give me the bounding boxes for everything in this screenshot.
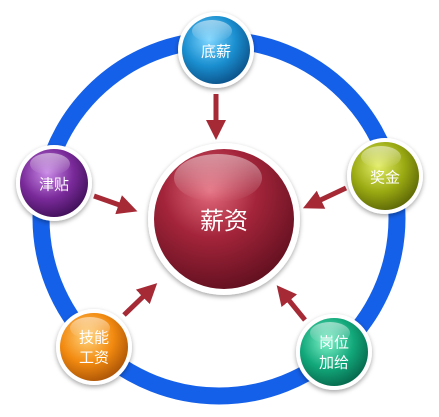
node-position-bonus-line2: 加给 <box>319 354 349 372</box>
arrow-skill-pay <box>122 283 158 317</box>
node-skill-pay: 技能 工资 <box>56 309 132 385</box>
arrows <box>93 94 348 322</box>
arrow-bonus <box>302 185 348 209</box>
node-bonus-label: 奖金 <box>370 169 400 187</box>
node-allowance: 津贴 <box>16 145 92 221</box>
node-bonus: 奖金 <box>347 138 423 214</box>
node-base-salary: 底薪 <box>178 12 254 88</box>
node-position-bonus: 岗位 加给 <box>296 314 372 390</box>
center-label: 薪资 <box>200 207 248 235</box>
node-base-salary-label: 底薪 <box>201 43 231 61</box>
node-allowance-label: 津贴 <box>39 176 69 194</box>
arrow-allowance <box>93 193 138 215</box>
arrow-position-bonus <box>276 285 307 322</box>
node-skill-pay-line1: 技能 <box>79 329 109 347</box>
center-node: 薪资 <box>148 143 300 295</box>
node-position-bonus-line1: 岗位 <box>319 334 349 352</box>
node-skill-pay-line2: 工资 <box>79 349 109 367</box>
